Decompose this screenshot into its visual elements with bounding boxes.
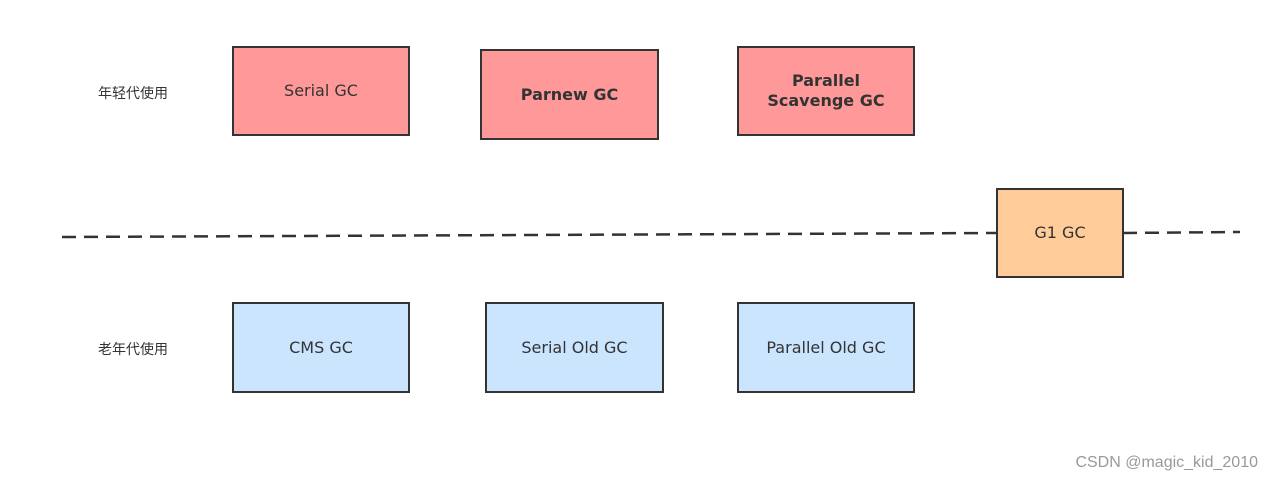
young-generation-label: 年轻代使用 (98, 86, 168, 102)
old-gc-box-cms: CMS GC (232, 302, 410, 393)
old-gc-box-parallel-old: Parallel Old GC (737, 302, 915, 393)
csdn-watermark: CSDN @magic_kid_2010 (1075, 454, 1258, 471)
both-gc-box-g1: G1 GC (996, 188, 1124, 278)
young-gc-box-serial: Serial GC (232, 46, 410, 136)
young-gc-box-parnew: Parnew GC (480, 49, 659, 140)
old-gc-box-serial-old: Serial Old GC (485, 302, 664, 393)
old-generation-label: 老年代使用 (98, 342, 168, 358)
young-gc-box-parallel-scavenge: Parallel Scavenge GC (737, 46, 915, 136)
